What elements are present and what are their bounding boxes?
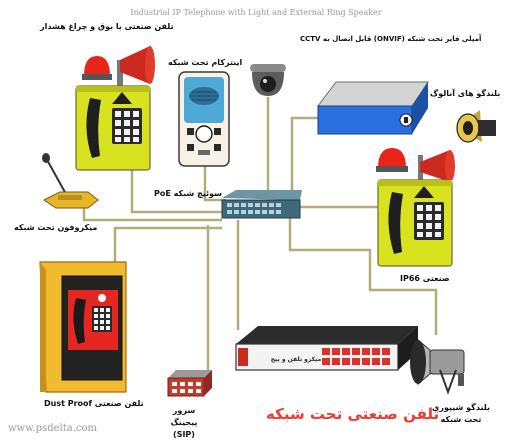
cable-phone-top-left bbox=[130, 168, 222, 214]
alarm-beacon-icon bbox=[378, 148, 406, 168]
industrial-phone-with-alarm bbox=[75, 46, 155, 171]
label-phone-bell: تلفن صنعتی با بوق و چراغ هشدار bbox=[40, 22, 174, 31]
label-microphone: میکروفون تحت شبکه bbox=[14, 223, 98, 232]
label-dustproof: تلفن صنعتی Dust Proof bbox=[44, 399, 144, 408]
header-caption: Industrial IP Telephone with Light and E… bbox=[130, 8, 382, 17]
diagram-title: تلفن صنعتی تحت شبکه bbox=[266, 405, 440, 423]
dome-camera bbox=[250, 64, 286, 96]
label-ip66: صنعتی IP66 bbox=[400, 274, 450, 283]
label-horn-speaker: بلندگو شیپوری تحت شبکه bbox=[432, 403, 490, 424]
horn-speaker bbox=[410, 338, 465, 395]
keypad-icon bbox=[414, 202, 444, 240]
label-camera: آمپلی فایر تحت شبکه (ONVIF) قابل اتصال ب… bbox=[300, 35, 482, 43]
alarm-horn-icon bbox=[420, 150, 450, 182]
ip66-phone-with-alarm bbox=[376, 148, 455, 267]
alarm-horn-icon bbox=[120, 46, 150, 84]
handset-icon bbox=[73, 298, 86, 344]
label-intercom: اینترکام تحت شبکه bbox=[168, 58, 243, 67]
website-url[interactable]: www.psdelta.com bbox=[8, 423, 97, 434]
microphone-icon bbox=[45, 157, 67, 195]
camera-lens-icon bbox=[260, 76, 276, 92]
sip-paging-server bbox=[167, 370, 212, 397]
alarm-beacon-icon bbox=[84, 56, 110, 76]
switch-body bbox=[221, 199, 301, 219]
rack-server: میکرو تلفن و پیج bbox=[235, 326, 418, 371]
label-analog-speaker: بلندگو های آنالوگ bbox=[430, 89, 501, 98]
handset-icon bbox=[388, 192, 403, 254]
brand-logo-icon bbox=[112, 92, 132, 104]
cable-microphone bbox=[82, 205, 222, 222]
brand-logo-icon bbox=[414, 186, 434, 198]
network-intercom bbox=[178, 71, 230, 167]
label-poe-switch: سوئیچ شبکه PoE bbox=[154, 189, 222, 198]
cable-intercom bbox=[203, 165, 226, 202]
horn-speaker-icon bbox=[410, 340, 426, 384]
server-brand-label: میکرو تلفن و پیج bbox=[271, 356, 322, 363]
label-sip-server: سرور پیجینگ (SIP) bbox=[170, 406, 198, 439]
cable-dustproof bbox=[113, 226, 222, 262]
analog-speaker bbox=[456, 110, 496, 143]
network-microphone bbox=[42, 153, 99, 209]
cable-horn bbox=[288, 217, 438, 335]
poe-switch bbox=[221, 190, 302, 219]
keypad-icon bbox=[92, 306, 112, 332]
network-amplifier bbox=[317, 81, 429, 135]
handset-icon bbox=[86, 98, 101, 158]
dustproof-phone-cabinet bbox=[39, 261, 127, 393]
